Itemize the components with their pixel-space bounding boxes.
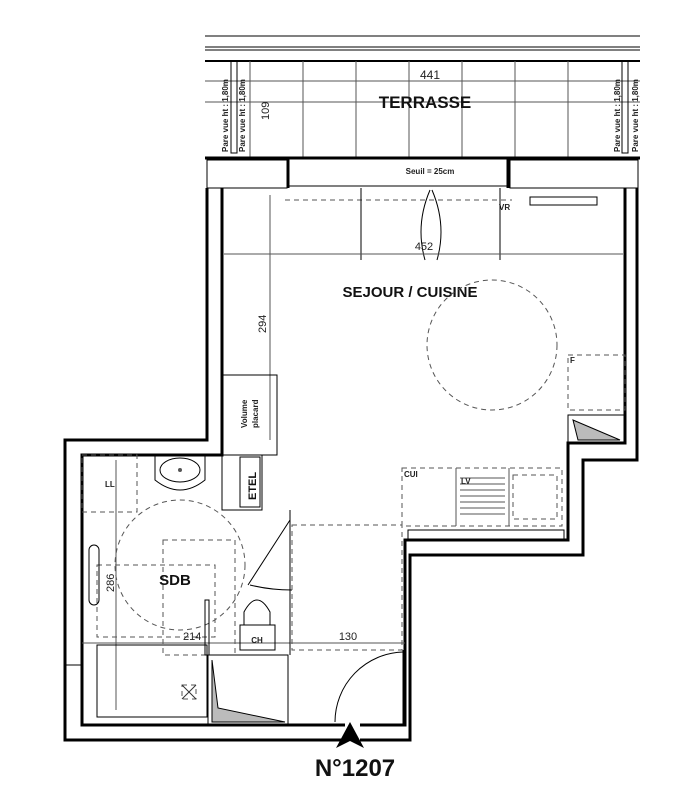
seuil-label: Seuil = 25cm [406, 167, 455, 176]
pare-vue-left-2: Pare vue ht : 1,80m [238, 79, 247, 152]
lv-label: LV [461, 477, 471, 486]
washbasin-icon [154, 455, 206, 491]
terrace-railing [205, 35, 640, 62]
etel-label: ETEL [247, 472, 259, 500]
pare-vue-left-1: Pare vue ht : 1,80m [221, 79, 230, 152]
shower-tray [96, 644, 208, 718]
terrasse-label: TERRASSE [379, 93, 472, 112]
placard-label-2: placard [251, 399, 260, 428]
terrasse-depth-dim: 109 [260, 102, 272, 120]
placard[interactable] [221, 374, 278, 456]
sejour-label: SEJOUR / CUISINE [342, 284, 477, 301]
ll-label: LL [105, 480, 115, 489]
fridge-label: F [570, 356, 575, 365]
walls [63, 188, 639, 742]
facade-wall [205, 156, 640, 206]
turning-circle-sejour [426, 279, 558, 411]
pare-vue-right-2: Pare vue ht : 1,80m [631, 79, 640, 152]
terrace-tiling [205, 60, 640, 157]
placard-label-1: Volume [240, 399, 249, 428]
cui-label: CUI [404, 470, 418, 479]
sdb-depth-dim: 286 [105, 574, 117, 592]
entry-door-dim: 130 [339, 631, 357, 643]
sdb-width-dim: 214 [183, 631, 201, 643]
entry-door[interactable] [334, 650, 404, 725]
unit-number: N°1207 [315, 755, 395, 782]
sink-icon [460, 477, 505, 515]
sejour-depth-dim: 294 [257, 315, 269, 333]
sdb-label: SDB [159, 572, 191, 589]
vr-label: VR [499, 203, 510, 212]
sejour-width-dim: 452 [415, 241, 433, 253]
terrasse-width-dim: 441 [420, 68, 440, 82]
kitchen-counter [401, 467, 565, 541]
turning-circle-sdb [114, 499, 246, 631]
sdb-door[interactable] [247, 510, 293, 655]
entry-arrow-icon [336, 722, 364, 748]
ch-label: CH [251, 636, 263, 645]
pare-vue-right-1: Pare vue ht : 1,80m [613, 79, 622, 152]
toilet-icon [239, 599, 276, 651]
shower-drain-icon [181, 684, 197, 700]
